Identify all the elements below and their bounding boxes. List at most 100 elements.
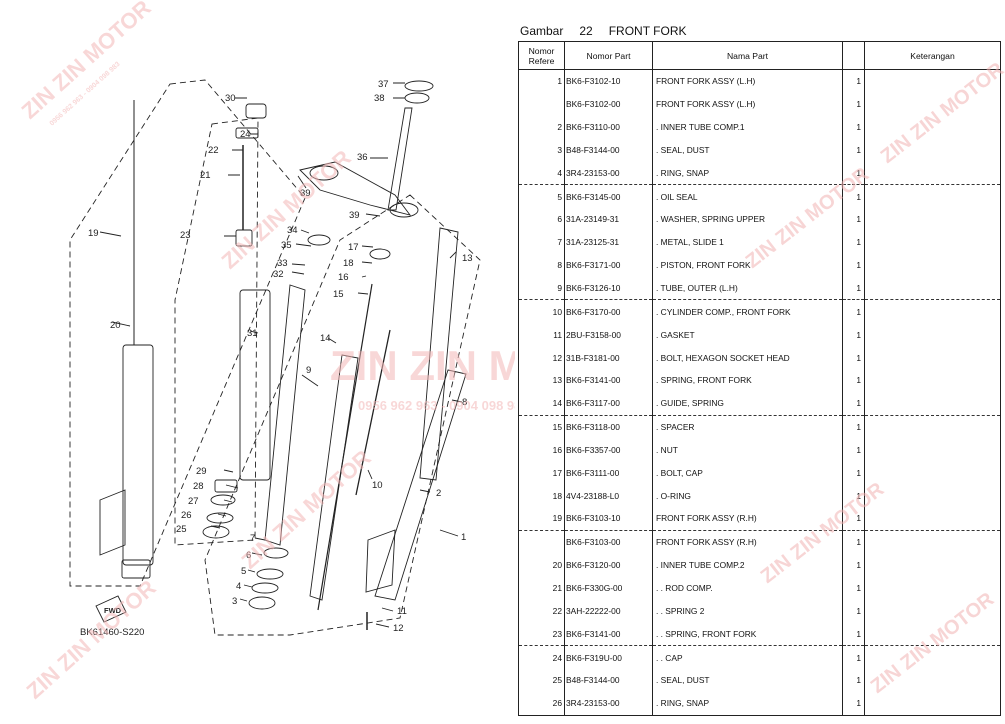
cell-ref: 15 xyxy=(518,414,565,439)
cell-ref: 21 xyxy=(518,576,565,600)
cell-remark xyxy=(864,253,1001,277)
callout: 15 xyxy=(333,289,344,300)
cell-remark xyxy=(864,299,1001,324)
part-9-outer-tube xyxy=(264,284,306,546)
cell-name: . RING, SNAP xyxy=(652,691,843,716)
header-part-no: Nomor Part xyxy=(564,41,653,70)
callout: 29 xyxy=(196,466,207,477)
cell-ref: 20 xyxy=(518,553,565,577)
cell-qty: 1 xyxy=(842,276,865,300)
callout: 26 xyxy=(181,510,192,521)
cell-ref xyxy=(518,529,565,554)
cell-name: . . SPRING 2 xyxy=(652,599,843,623)
cell-part-no: BK6-F3357-00 xyxy=(564,438,653,462)
watermark-phone: 0956 962 963 - 0904 098 983 xyxy=(358,398,515,413)
cell-name: . BOLT, CAP xyxy=(652,461,843,485)
cell-qty: 1 xyxy=(842,461,865,485)
callout: 39 xyxy=(300,188,311,199)
cell-ref: 13 xyxy=(518,368,565,392)
cell-name: . . SPRING, FRONT FORK xyxy=(652,622,843,646)
cell-name: . INNER TUBE COMP.2 xyxy=(652,553,843,577)
cell-part-no: BK6-F3102-10 xyxy=(564,69,653,93)
cell-part-no: 3R4-23153-00 xyxy=(564,161,653,185)
front-fork-drawing: FWD BK61460-S220 30 24 22 21 19 23 20 37… xyxy=(17,0,515,704)
lh-caliper-mount xyxy=(365,529,396,593)
cell-ref: 7 xyxy=(518,230,565,254)
part-37-shape xyxy=(404,80,434,92)
cell-part-no: BK6-F330G-00 xyxy=(564,576,653,600)
callout: 37 xyxy=(378,79,389,90)
cell-ref: 12 xyxy=(518,346,565,369)
cell-ref: 6 xyxy=(518,208,565,231)
callout: 4 xyxy=(236,581,241,592)
header-remark: Keterangan xyxy=(864,41,1001,70)
cell-remark xyxy=(864,599,1001,623)
cell-part-no: BK6-F3126-10 xyxy=(564,276,653,300)
cell-qty: 1 xyxy=(842,161,865,185)
cell-remark xyxy=(864,276,1001,300)
callout: 32 xyxy=(273,269,284,280)
part-31-cylinder xyxy=(239,289,271,481)
table-header-row: Nomor Refere Nomor Part Nama Part Ketera… xyxy=(518,41,1001,70)
cell-remark xyxy=(864,184,1001,209)
part-2-inner-tube xyxy=(374,369,467,601)
cell-part-no: 31A-23125-31 xyxy=(564,230,653,254)
cell-part-no: BK6-F3117-00 xyxy=(564,391,653,416)
cell-remark xyxy=(864,92,1001,116)
cell-qty: 1 xyxy=(842,507,865,531)
cell-remark xyxy=(864,576,1001,600)
callout: 35 xyxy=(281,240,292,251)
cell-name: . METAL, SLIDE 1 xyxy=(652,230,843,254)
bracket-right-clamp xyxy=(389,202,419,218)
cell-ref: 11 xyxy=(518,323,565,347)
cell-ref: 18 xyxy=(518,484,565,508)
cell-part-no: BK6-F3145-00 xyxy=(564,184,653,209)
cell-name: . SPACER xyxy=(652,414,843,439)
fwd-arrow-icon xyxy=(95,595,127,623)
callout: 25 xyxy=(176,524,187,535)
cell-part-no: B48-F3144-00 xyxy=(564,668,653,692)
part-26-shape xyxy=(206,512,234,524)
callout: 21 xyxy=(200,170,211,181)
cell-qty: 1 xyxy=(842,414,865,439)
cell-qty: 1 xyxy=(842,576,865,600)
parts-table: Nomor Refere Nomor Part Nama Part Ketera… xyxy=(518,41,1001,716)
part-28-shape xyxy=(210,494,236,506)
cell-qty: 1 xyxy=(842,69,865,93)
header-ref: Nomor Refere xyxy=(518,41,565,70)
cell-ref: 16 xyxy=(518,438,565,462)
callout: 17 xyxy=(348,242,359,253)
cell-name: . PISTON, FRONT FORK xyxy=(652,253,843,277)
cell-qty: 1 xyxy=(842,599,865,623)
callout: 13 xyxy=(462,253,473,264)
cell-remark xyxy=(864,668,1001,692)
cell-part-no: 31A-23149-31 xyxy=(564,208,653,231)
cell-remark xyxy=(864,438,1001,462)
callout: 11 xyxy=(397,606,407,617)
part-24-shape xyxy=(235,127,259,139)
cell-name: . O-RING xyxy=(652,484,843,508)
cell-remark xyxy=(864,323,1001,347)
cell-name: . WASHER, SPRING UPPER xyxy=(652,208,843,231)
cell-name: . . ROD COMP. xyxy=(652,576,843,600)
callout: 19 xyxy=(88,228,99,239)
cell-name: FRONT FORK ASSY (L.H) xyxy=(652,69,843,93)
cell-ref: 17 xyxy=(518,461,565,485)
callout: 36 xyxy=(357,152,368,163)
callout: 23 xyxy=(180,230,191,241)
callout: 34 xyxy=(287,225,298,236)
cell-name: . BOLT, HEXAGON SOCKET HEAD xyxy=(652,346,843,369)
